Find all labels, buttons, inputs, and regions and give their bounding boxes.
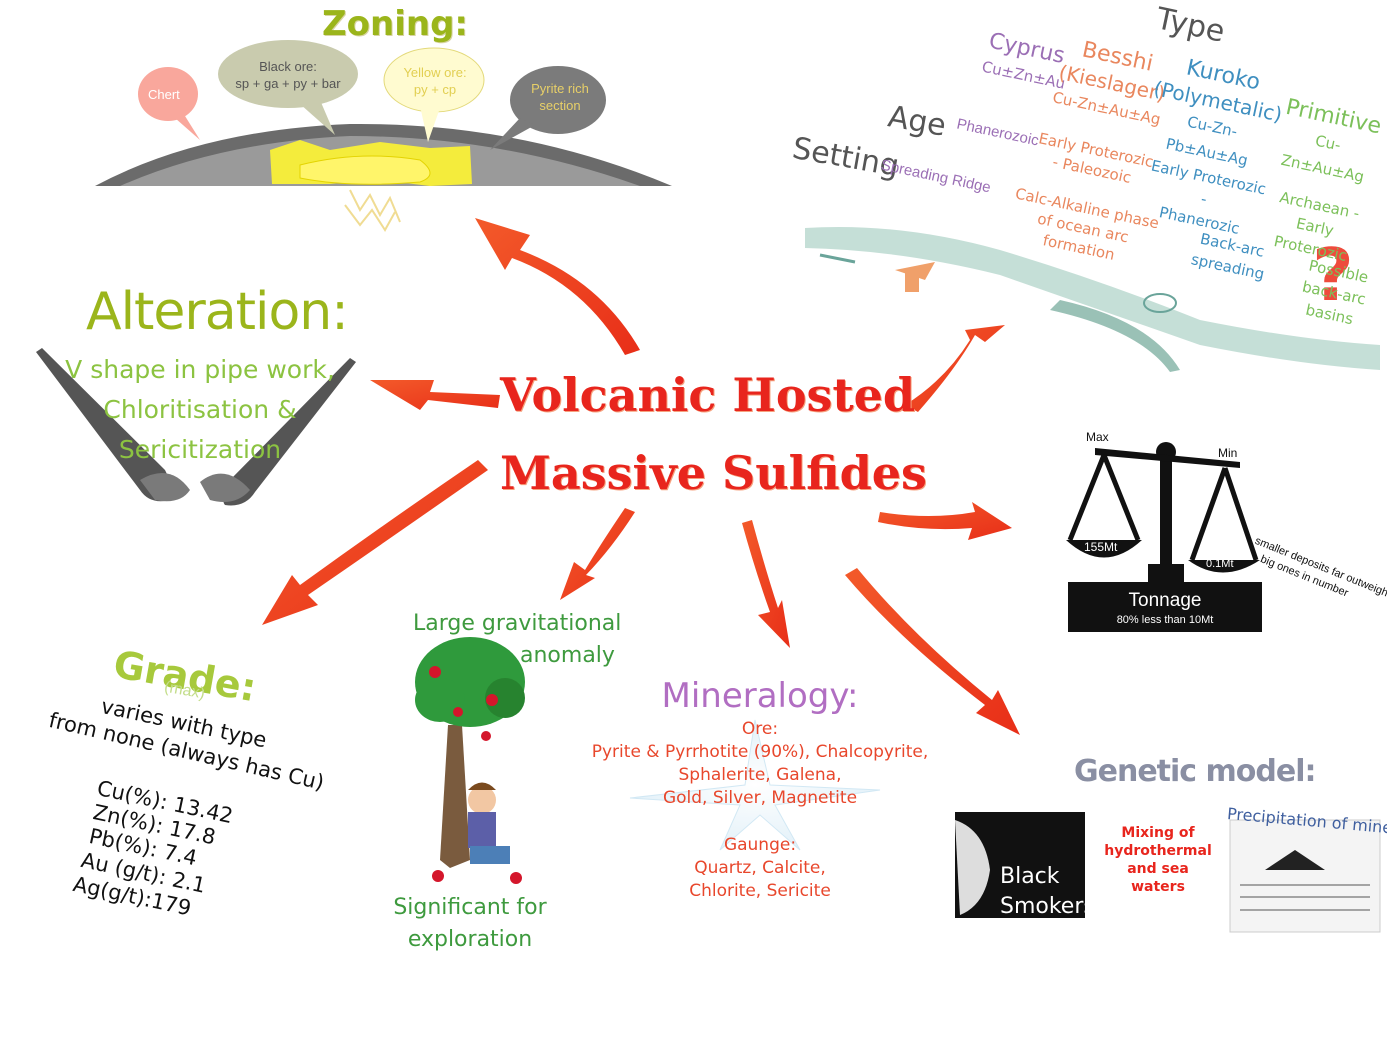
tonnage-label: Tonnage xyxy=(1128,590,1202,611)
alteration-pipes-graphic xyxy=(36,348,356,506)
pyrite-label: Pyrite rich section xyxy=(518,80,602,114)
yellow-ore-line1: Yellow ore: xyxy=(403,65,467,80)
black-smokers-line1: Black xyxy=(1000,864,1060,889)
setting-cross-section xyxy=(805,226,1380,372)
mixing-line3: and sea waters xyxy=(1127,861,1189,895)
mixing-line1: Mixing of xyxy=(1121,825,1195,841)
mineralogy-star xyxy=(629,719,881,851)
center-title-line1: Volcanic Hosted xyxy=(500,368,916,422)
ore-line1: Pyrite & Pyrrhotite (90%), Chalcopyrite, xyxy=(591,742,929,762)
ore-line3: Gold, Silver, Magnetite xyxy=(662,788,858,808)
question-mark-glyph: ? xyxy=(1312,233,1354,317)
genetic-title: Genetic model: xyxy=(1074,754,1316,789)
black-ore-line1: Black ore: xyxy=(259,59,317,74)
zoning-title: Zoning: xyxy=(322,4,469,44)
ore-head: Ore: xyxy=(741,719,779,739)
yellow-ore-label: Yellow ore: py + cp xyxy=(392,64,478,98)
gravity-bottom-line1: Significant for xyxy=(393,895,547,920)
gravity-bottom-line2: exploration xyxy=(407,927,533,952)
tonnage-max-label: Max xyxy=(1086,430,1109,444)
left-pan-value: 155Mt xyxy=(1084,540,1118,554)
alteration-line3: Sericitization xyxy=(118,435,282,464)
black-ore-label: Black ore: sp + ga + py + bar xyxy=(222,58,354,92)
gravity-bottom: Significant for exploration xyxy=(385,892,555,956)
mineralogy-ore: Ore: Pyrite & Pyrrhotite (90%), Chalcopy… xyxy=(590,718,930,810)
gravity-line1: Large gravitational xyxy=(413,611,622,636)
pyrite-line2: section xyxy=(539,98,581,113)
tonnage-min-label: Min xyxy=(1218,446,1238,460)
right-pan-value: 0.1Mt xyxy=(1206,558,1234,570)
arrows xyxy=(262,218,1020,735)
alteration-title: Alteration: xyxy=(86,282,349,342)
genetic-model-graphics xyxy=(955,812,1381,933)
tonnage-balance xyxy=(1066,442,1262,632)
zoning-cross-section xyxy=(95,40,672,232)
mineralogy-title: Mineralogy: xyxy=(661,676,859,716)
alteration-line1: V shape in pipe work, xyxy=(65,355,335,384)
black-ore-line2: sp + ga + py + bar xyxy=(235,76,341,91)
black-smokers-label: Black Smokers xyxy=(1000,862,1095,922)
gangue-line2: Chlorite, Sericite xyxy=(689,881,831,901)
mineralogy-gangue: Gaunge: Quartz, Calcite, Chlorite, Seric… xyxy=(640,834,880,903)
alteration-line2: Chloritisation & xyxy=(103,395,297,424)
gangue-line1: Quartz, Calcite, xyxy=(694,858,826,878)
alteration-body: V shape in pipe work, Chloritisation & S… xyxy=(60,350,340,470)
center-title-line2: Massive Sulfides xyxy=(500,446,927,500)
gangue-head: Gaunge: xyxy=(723,835,797,855)
mixing-line2: hydrothermal xyxy=(1104,843,1212,859)
ore-line2: Sphalerite, Galena, xyxy=(678,765,842,785)
chert-label: Chert xyxy=(148,87,180,102)
mixing-label: Mixing of hydrothermal and sea waters xyxy=(1098,824,1218,896)
black-smokers-line2: Smokers xyxy=(1000,894,1095,919)
tree-graphic xyxy=(415,637,525,884)
pyrite-line1: Pyrite rich xyxy=(531,81,589,96)
yellow-ore-line2: py + cp xyxy=(413,82,457,97)
gravity-line2: anomaly xyxy=(520,643,615,668)
tonnage-sub: 80% less than 10Mt xyxy=(1116,614,1214,626)
